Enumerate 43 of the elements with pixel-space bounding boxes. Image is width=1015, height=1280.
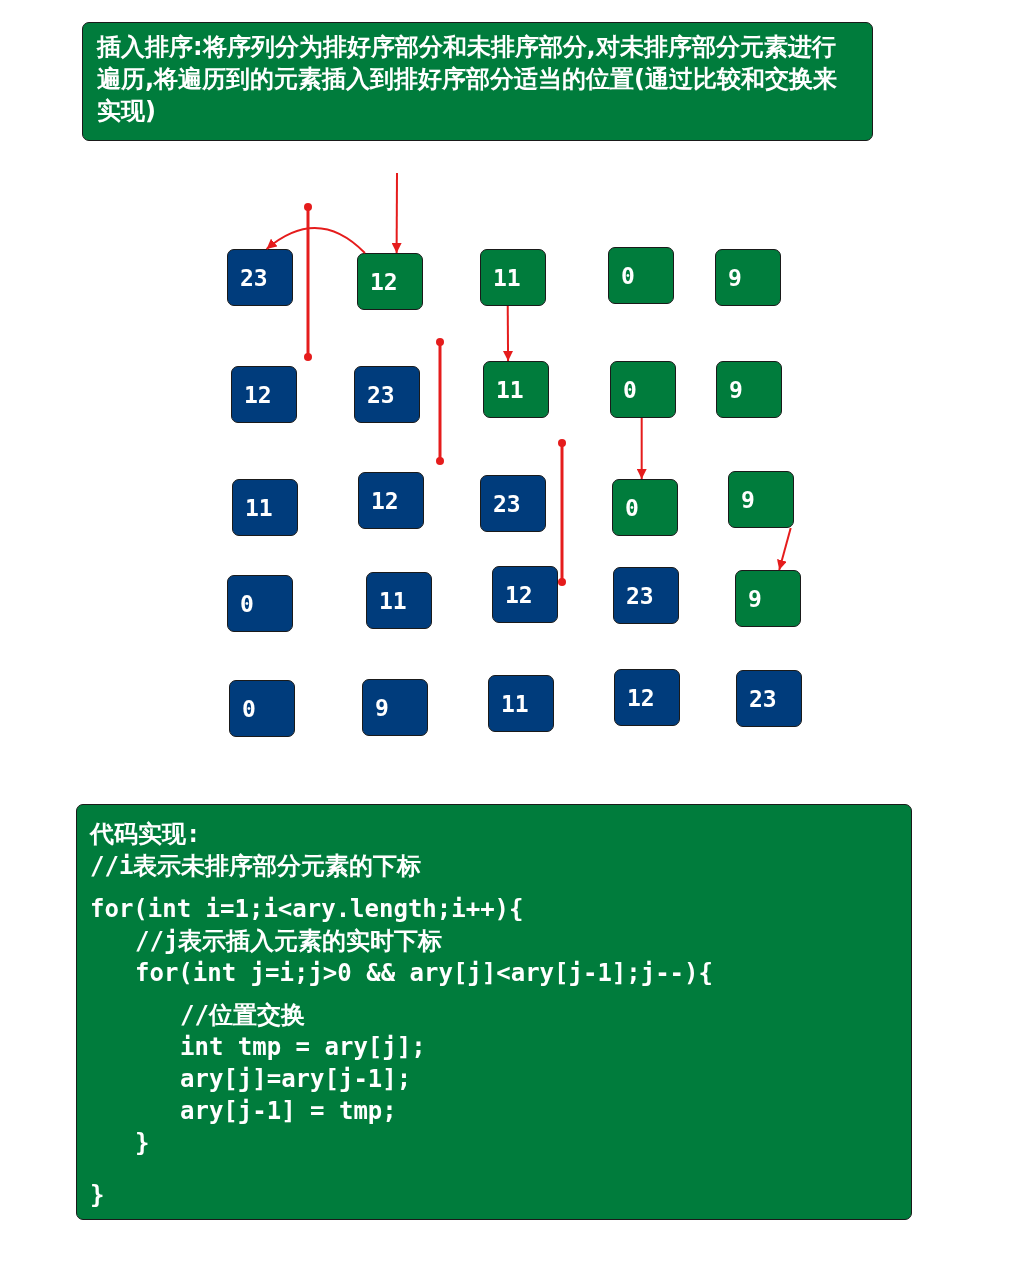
number-box: 0 (610, 361, 676, 418)
number-box: 11 (480, 249, 546, 306)
number-box: 9 (735, 570, 801, 627)
number-box: 0 (612, 479, 678, 536)
number-box: 11 (232, 479, 298, 536)
number-box: 23 (227, 249, 293, 306)
number-box: 9 (716, 361, 782, 418)
number-box: 23 (736, 670, 802, 727)
number-box: 0 (227, 575, 293, 632)
number-box: 9 (715, 249, 781, 306)
number-box: 23 (480, 475, 546, 532)
number-box: 12 (231, 366, 297, 423)
code-line: //位置交换 (180, 1000, 305, 1030)
arrow (777, 527, 792, 571)
arrow (503, 305, 513, 362)
code-line: ary[j-1] = tmp; (180, 1096, 397, 1126)
number-box: 12 (614, 669, 680, 726)
number-box: 23 (354, 366, 420, 423)
code-heading: 代码实现: (90, 819, 201, 849)
code-line: //i表示未排序部分元素的下标 (90, 851, 422, 881)
number-box: 11 (366, 572, 432, 629)
number-box: 9 (362, 679, 428, 736)
arrow (265, 227, 366, 254)
number-box: 0 (229, 680, 295, 737)
number-box: 23 (613, 567, 679, 624)
code-panel (76, 804, 912, 1220)
title-box: 插入排序:将序列分为排好序部分和未排序部分,对未排序部分元素进行遍历,将遍历到的元素插入到排好序部分适当的位置(通过比较和交换来实现) (82, 22, 873, 141)
number-box: 12 (358, 472, 424, 529)
code-line: int tmp = ary[j]; (180, 1032, 426, 1062)
code-line: } (135, 1128, 150, 1158)
number-box: 11 (488, 675, 554, 732)
number-box: 11 (483, 361, 549, 418)
arrow (391, 172, 402, 254)
code-line: //j表示插入元素的实时下标 (135, 926, 443, 956)
number-box: 12 (357, 253, 423, 310)
code-line: for(int i=1;i<ary.length;i++){ (90, 894, 524, 924)
code-line: for(int j=i;j>0 && ary[j]<ary[j-1];j--){ (135, 958, 713, 988)
code-line: } (90, 1180, 105, 1210)
code-line: ary[j]=ary[j-1]; (180, 1064, 412, 1094)
number-box: 12 (492, 566, 558, 623)
number-box: 9 (728, 471, 794, 528)
arrow (636, 417, 647, 480)
number-box: 0 (608, 247, 674, 304)
